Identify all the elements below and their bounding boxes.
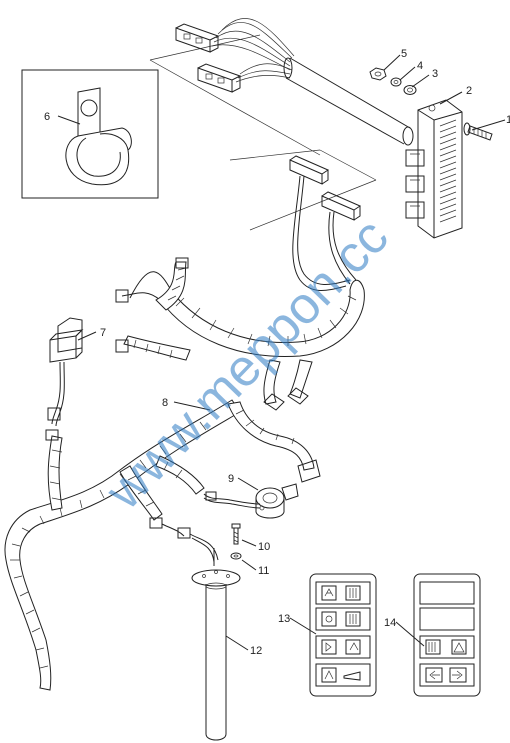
callout-labels: 1 2 3 4 5 6 7 8 9 10 11 12 13 14 (44, 48, 510, 657)
callout-5: 5 (401, 48, 407, 60)
callout-6: 6 (44, 111, 50, 123)
sender-fasteners (230, 523, 242, 560)
callout-8: 8 (162, 397, 168, 409)
callout-12: 12 (250, 645, 262, 657)
callout-10: 10 (258, 541, 270, 553)
callout-7: 7 (100, 327, 106, 339)
callout-1: 1 (506, 114, 510, 126)
switch-panel-14 (413, 573, 481, 697)
relay (47, 317, 84, 427)
clip-inset (21, 69, 159, 199)
switch-panel-13 (309, 573, 377, 697)
leader-lines (57, 54, 506, 651)
fasteners (369, 67, 493, 141)
harness-upper-connectors (229, 149, 377, 291)
watermark-text: www.meppon.cc (94, 208, 399, 521)
ignition-switch (255, 483, 299, 519)
fuse-block (405, 99, 463, 239)
fuel-sender (191, 548, 241, 741)
callout-3: 3 (432, 68, 438, 80)
main-harness (4, 257, 365, 691)
callout-4: 4 (417, 60, 423, 72)
main-cable-assembly (149, 18, 414, 156)
callout-11: 11 (258, 565, 269, 577)
callout-14: 14 (384, 617, 396, 629)
callout-2: 2 (466, 85, 472, 97)
callout-13: 13 (278, 613, 290, 625)
callout-9: 9 (228, 473, 234, 485)
